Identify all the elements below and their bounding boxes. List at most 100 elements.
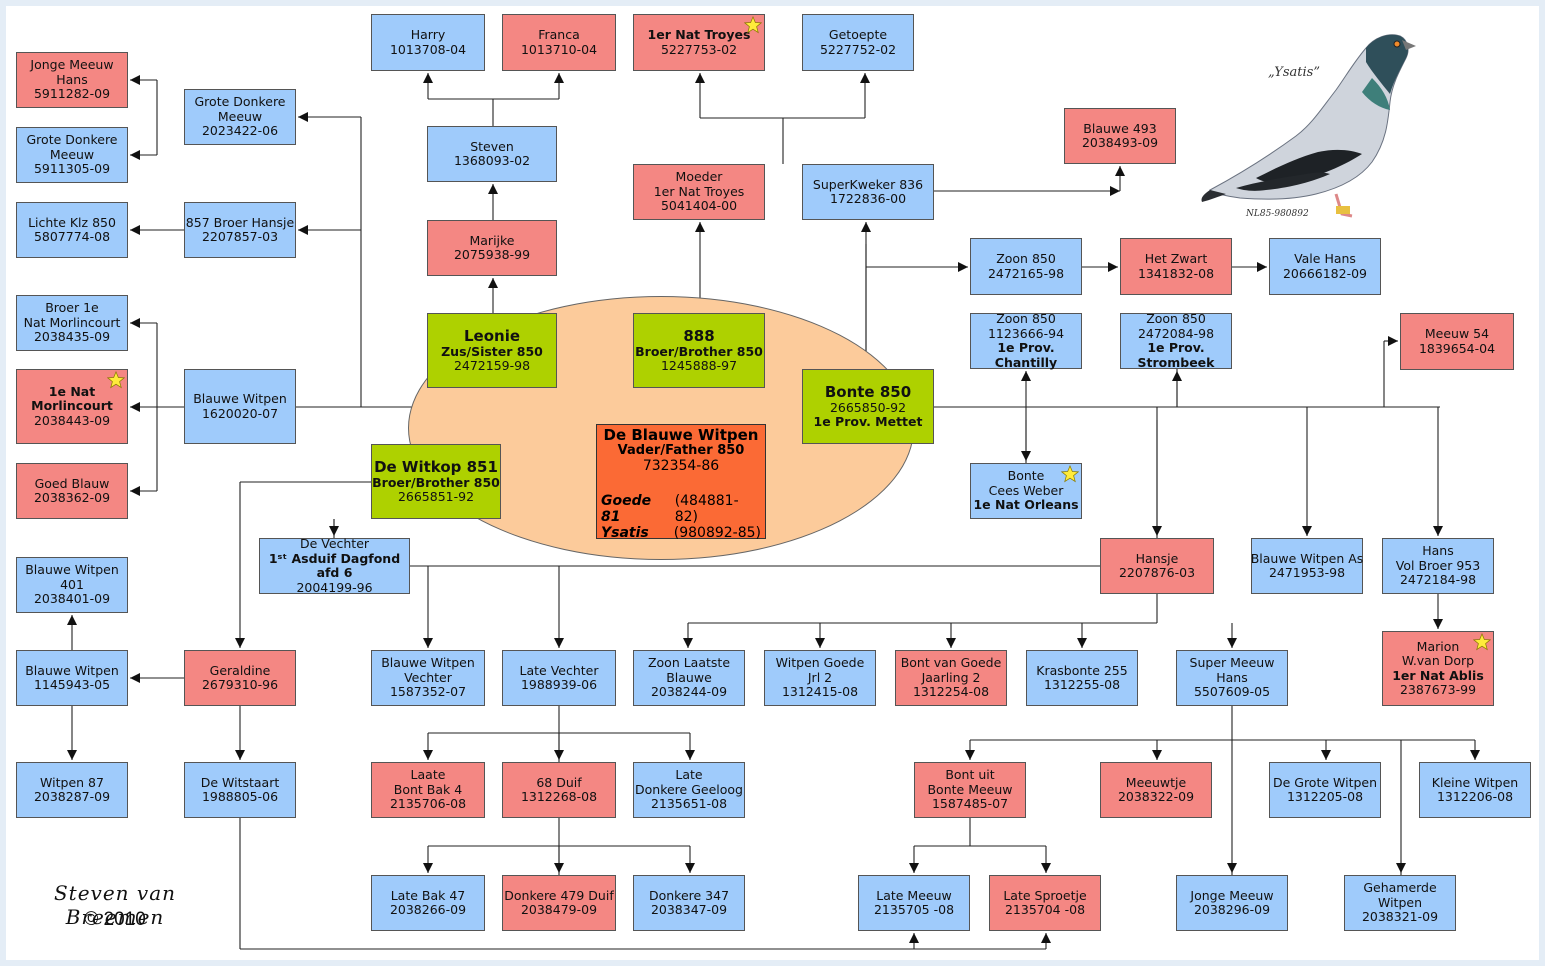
pigeon-box-line: Chantilly [994, 354, 1058, 370]
pigeon-box-line: Hans [56, 71, 88, 87]
pigeon-box-line: Goed Blauw [34, 475, 110, 491]
pigeon-box-line: Gehamerde [1363, 880, 1437, 896]
pigeon-box-line: 2471953-98 [1268, 565, 1346, 580]
pigeon-box-line: Blauwe Witpen [381, 655, 475, 671]
pigeon-box-line: Super Meeuw [1189, 655, 1275, 671]
pigeon-box-line: 2038362-09 [33, 490, 111, 505]
main-pigeon-name: De Blauwe Witpen [603, 426, 759, 444]
pigeon-box-line: 1988805-06 [201, 789, 279, 804]
pigeon-box-line: Broer 1e [45, 300, 99, 316]
main-pigeon-role: Vader/Father 850 [617, 443, 745, 458]
pigeon-box-line: 888 [683, 326, 715, 345]
offspring-name: Goede 81 [601, 493, 652, 525]
pigeon-box-line: 1312206-08 [1436, 789, 1514, 804]
pigeon-box-line: 1013710-04 [520, 41, 598, 57]
pigeon-box-line: 1e Nat Orleans [973, 497, 1079, 513]
offspring-name: Ysatis [601, 525, 649, 541]
pigeon-box-line: Hans [1216, 669, 1248, 685]
pigeon-box-line: Blauwe Witpen As [1250, 550, 1364, 566]
pigeon-box-line: 2038266-09 [389, 902, 467, 917]
pigeon-box-line: Donkere Geeloog [635, 781, 743, 797]
pigeon-box-line: Meeuw [217, 108, 263, 124]
pigeon-box-line: Bont van Goede [900, 655, 1002, 671]
pigeon-box-line: 1839654-04 [1418, 340, 1496, 356]
pigeon-box-line: 1341832-08 [1137, 265, 1215, 281]
pigeon-box-line: Late [675, 767, 703, 783]
pigeon-box-line: Steven [470, 138, 514, 154]
pigeon-box-line: 5041404-00 [660, 198, 738, 214]
pigeon-box-line: 2387673-99 [1399, 682, 1477, 697]
pigeon-box-line: Donkere 479 Duif [504, 887, 614, 903]
photo-caption: „Ysatis” [1268, 65, 1320, 80]
pigeon-box-line: 1312254-08 [912, 684, 990, 700]
pigeon-box-line: Nat Morlincourt [23, 314, 121, 330]
pigeon-box-line: 2038321-09 [1361, 909, 1439, 925]
main-pigeon-box[interactable]: De Blauwe Witpen Vader/Father 850 732354… [596, 424, 766, 541]
pigeon-box-line: 2038493-09 [1081, 135, 1159, 150]
pigeon-box-line: Late Bak 47 [390, 887, 466, 903]
pigeon-box-line: Hans [1422, 543, 1454, 559]
